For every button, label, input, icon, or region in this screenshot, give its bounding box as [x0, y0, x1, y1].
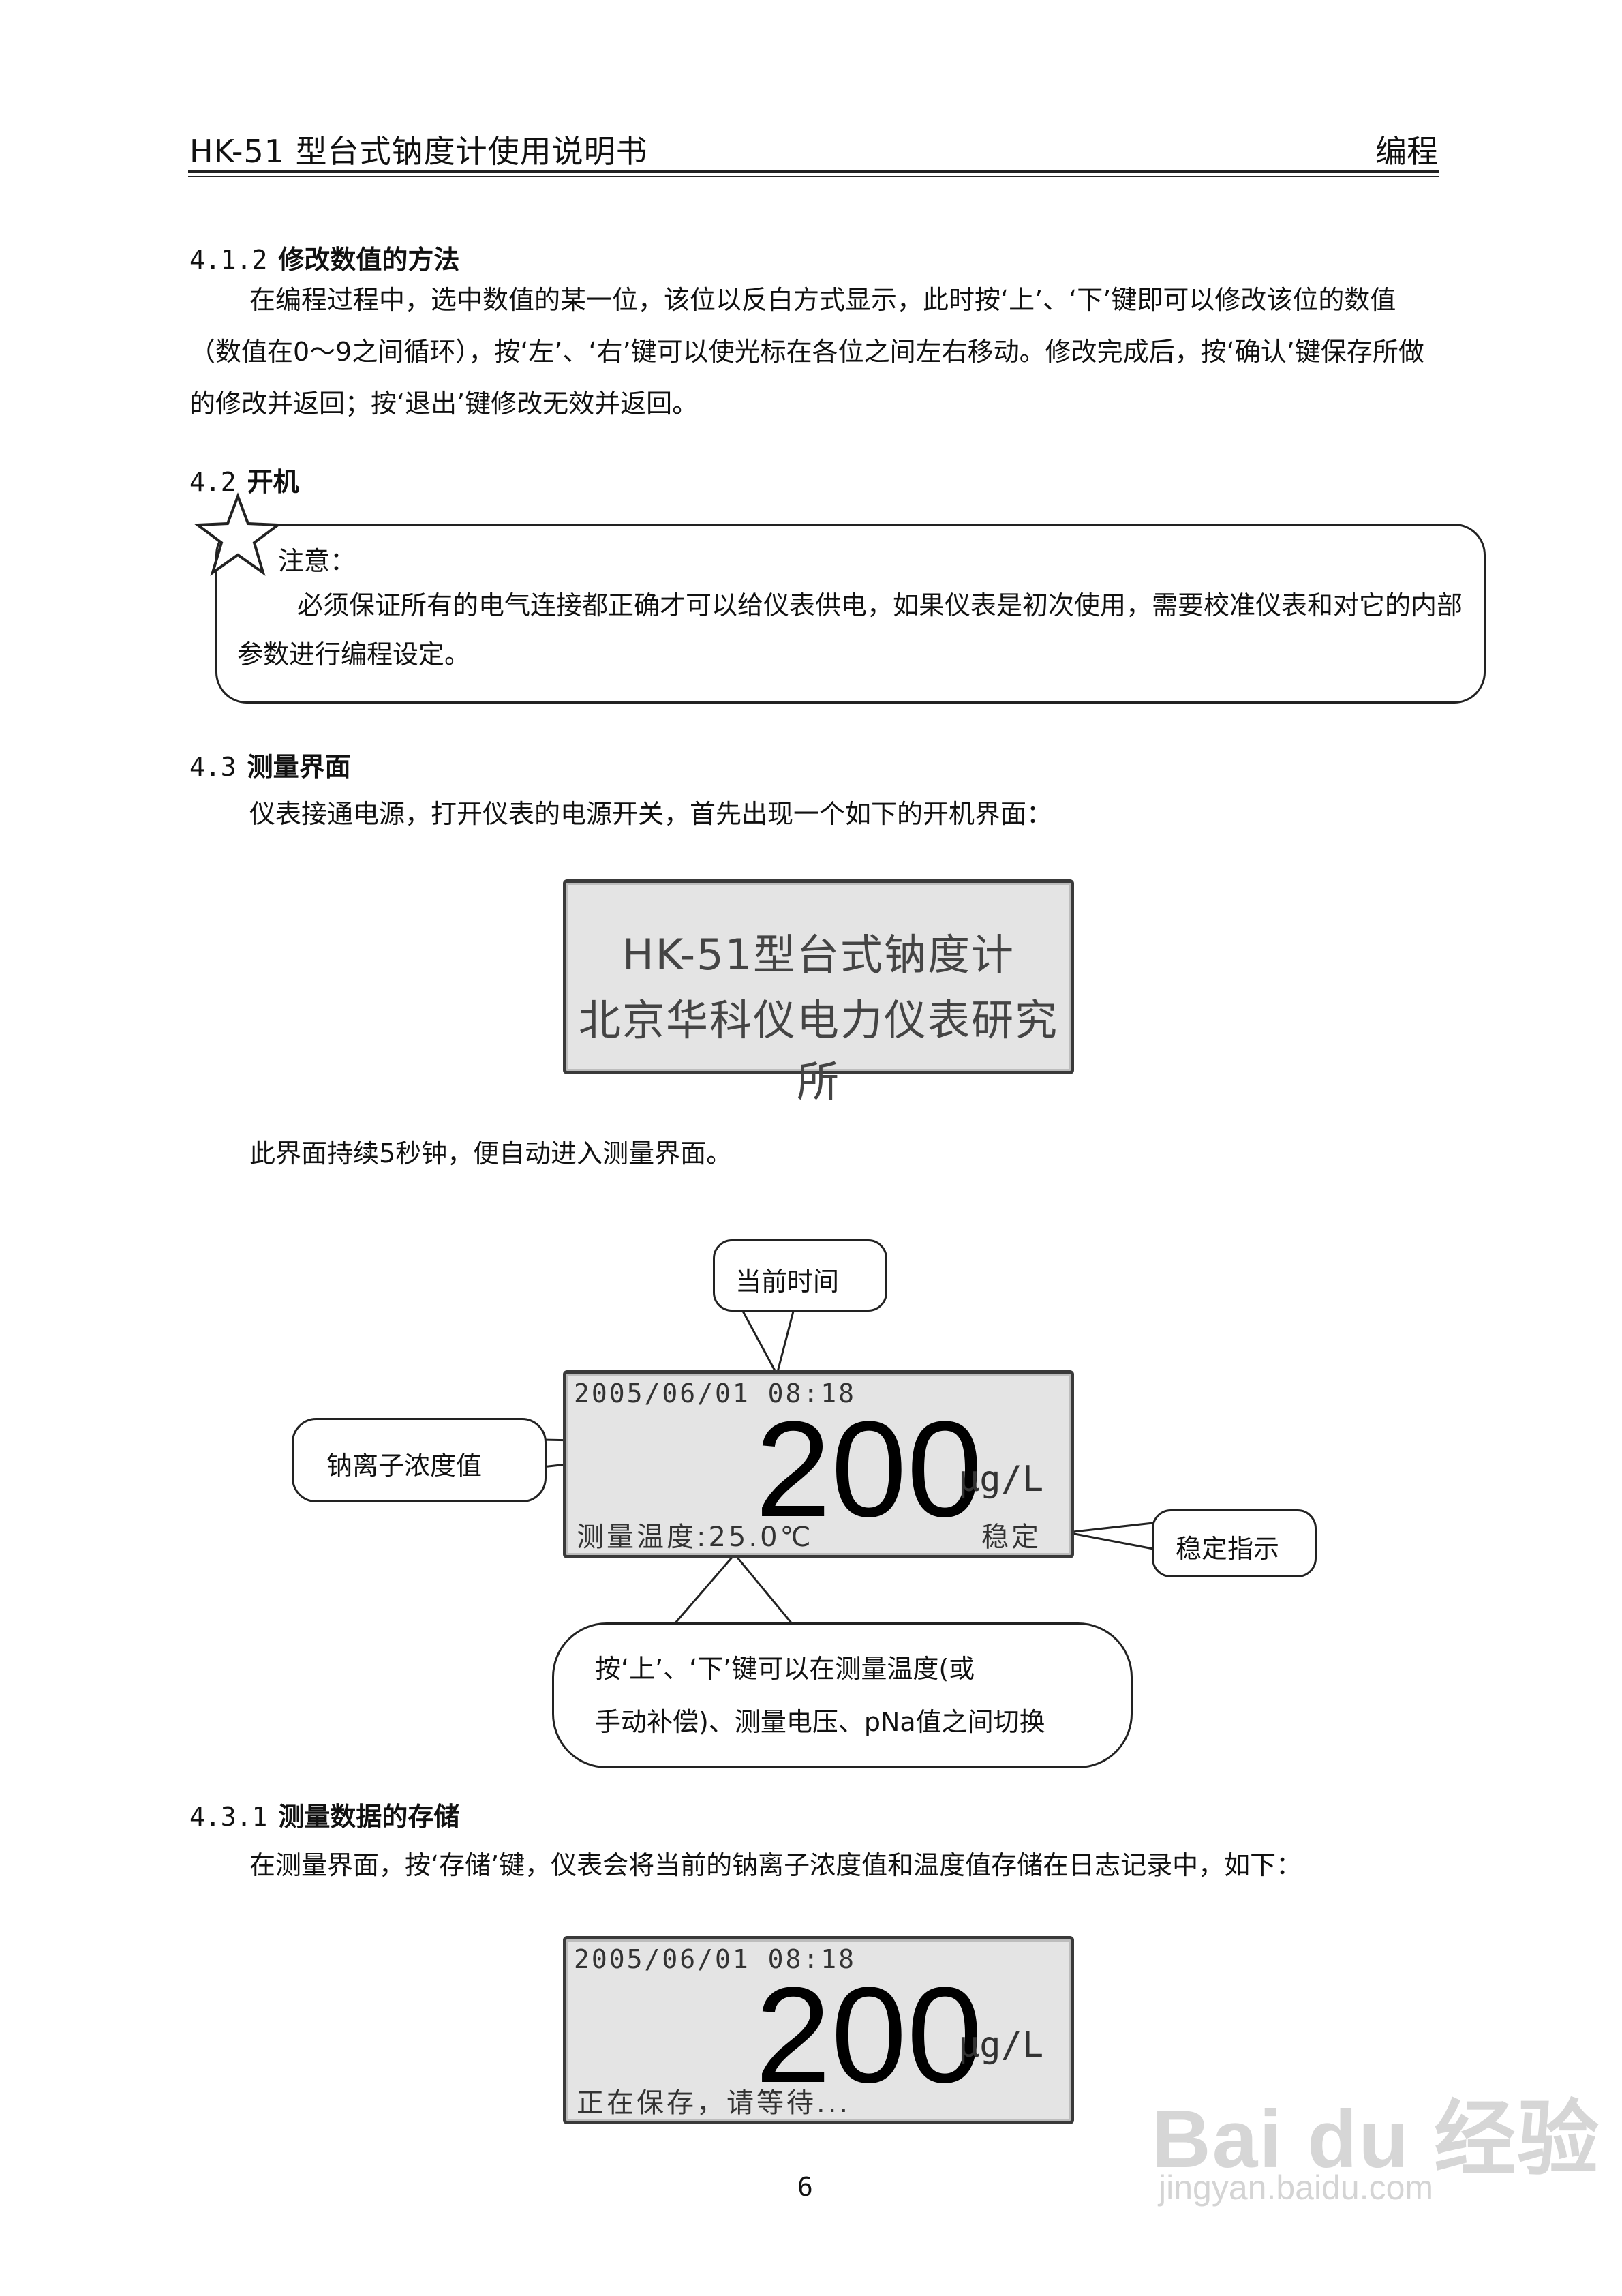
callout-stable: 稳定指示	[1152, 1509, 1317, 1577]
callout-text: 稳定指示	[1176, 1534, 1280, 1564]
page-number: 6	[797, 2172, 813, 2202]
note-title: 注意：	[278, 546, 356, 576]
heading-4-1-2: 4.1.2 修改数值的方法	[189, 239, 459, 276]
measure-unit: μg/L	[958, 1459, 1044, 1500]
heading-4-3: 4.3 测量界面	[189, 746, 351, 783]
boot-screen	[563, 879, 1074, 1074]
store-value: 200	[755, 1959, 983, 2111]
callout-text: 当前时间	[735, 1267, 840, 1297]
watermark-url: jingyan.baidu.com	[1159, 2169, 1434, 2207]
store-unit: μg/L	[958, 2025, 1044, 2066]
callout-concentration: 钠离子浓度值	[292, 1418, 547, 1502]
doc-title: HK-51 型台式钠度计使用说明书	[189, 133, 648, 170]
heading-4-3-1: 4.3.1 测量数据的存储	[189, 1796, 459, 1833]
paragraph-4-3-intro: 仪表接通电源，打开仪表的电源开关，首先出现一个如下的开机界面：	[249, 799, 1053, 829]
star-icon	[194, 492, 282, 576]
heading-text: 测量界面	[247, 752, 351, 782]
heading-text: 测量数据的存储	[278, 1802, 460, 1832]
heading-number: 4.3.1	[189, 1802, 268, 1832]
paragraph-4-1-2: 在编程过程中，选中数值的某一位，该位以反白方式显示，此时按‘上’、‘下’键即可以…	[189, 285, 1424, 419]
callout-current-time: 当前时间	[713, 1239, 887, 1312]
header-rule	[188, 170, 1439, 173]
paragraph-4-3-1: 在测量界面，按‘存储’键，仪表会将当前的钠离子浓度值和温度值存储在日志记录中，如…	[249, 1850, 1302, 1880]
callout-text-line1: 按‘上’、‘下’键可以在测量温度(或	[595, 1654, 975, 1684]
heading-number: 4.3	[189, 752, 236, 782]
header-rule-thin	[188, 176, 1439, 177]
note-body: 必须保证所有的电气连接都正确才可以给仪表供电，如果仪表是初次使用，需要校准仪表和…	[237, 590, 1463, 669]
measure-value: 200	[755, 1393, 983, 1545]
stable-indicator: 稳定	[981, 1522, 1041, 1553]
heading-text: 修改数值的方法	[278, 245, 460, 275]
store-screen	[563, 1936, 1074, 2124]
section-label: 编程	[1375, 133, 1438, 170]
measure-datetime: 2005/06/01 08:18	[574, 1378, 857, 1408]
store-datetime: 2005/06/01 08:18	[574, 1944, 857, 1974]
heading-number: 4.1.2	[189, 245, 268, 275]
watermark-logo: Bai du 经验	[1152, 2094, 1601, 2185]
note-box	[215, 524, 1486, 704]
store-message: 正在保存，请等待...	[577, 2087, 851, 2119]
measure-screen	[563, 1370, 1074, 1558]
measure-temperature: 测量温度:25.0℃	[577, 1522, 814, 1553]
heading-text: 开机	[247, 467, 299, 497]
heading-4-2: 4.2 开机	[189, 461, 299, 498]
callout-text: 钠离子浓度值	[326, 1451, 483, 1481]
callout-text-line2: 手动补偿)、测量电压、pNa值之间切换	[595, 1707, 1045, 1737]
paragraph-after-boot: 此界面持续5秒钟，便自动进入测量界面。	[249, 1138, 733, 1168]
boot-screen-line1: HK-51型台式钠度计	[622, 930, 1015, 980]
boot-screen-line2: 北京华科仪电力仪表研究所	[578, 995, 1058, 1106]
heading-number: 4.2	[189, 467, 236, 497]
callout-toggle-hint: 按‘上’、‘下’键可以在测量温度(或 手动补偿)、测量电压、pNa值之间切换	[552, 1622, 1133, 1768]
